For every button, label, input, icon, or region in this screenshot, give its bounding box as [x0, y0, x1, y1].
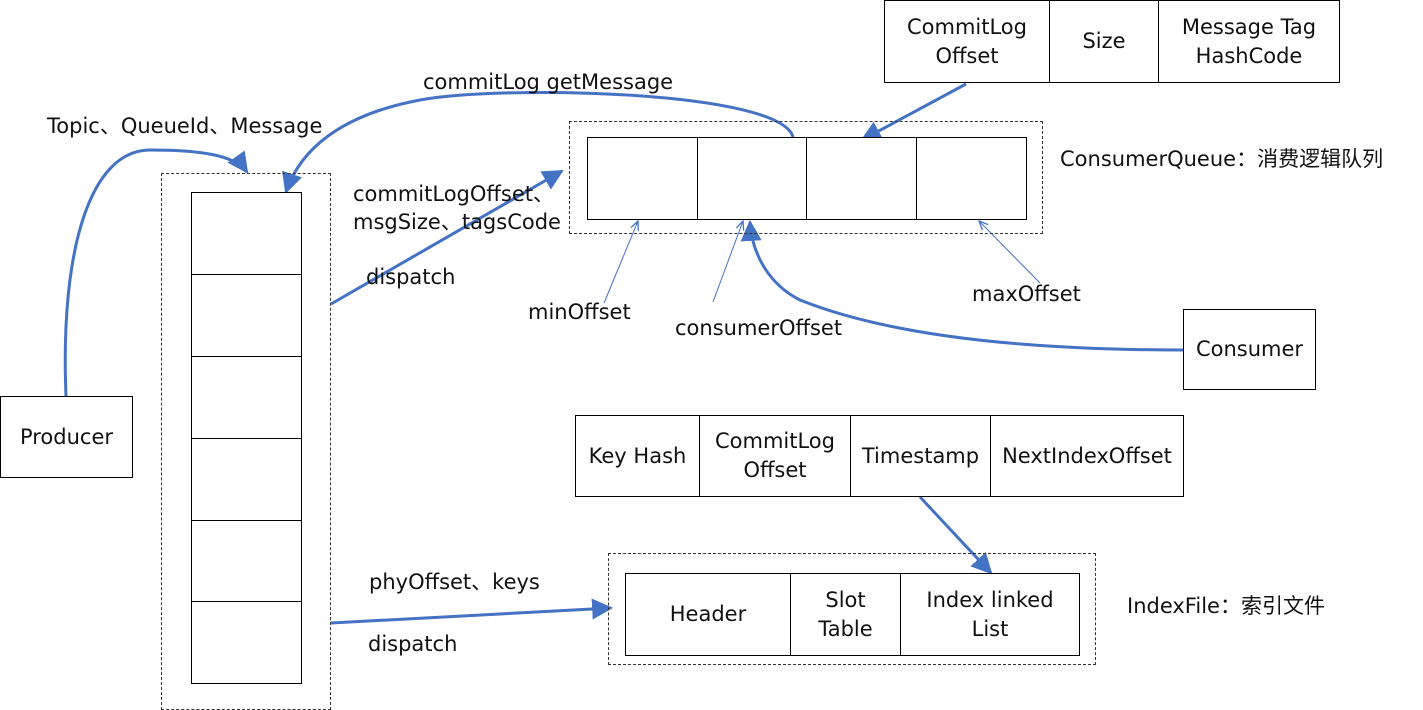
consumer-queue-cell — [806, 137, 917, 220]
index-file-container — [608, 553, 1096, 665]
index-file-index-list: Index linked List — [900, 573, 1080, 656]
phy-offset-keys-label: phyOffset、keys — [369, 570, 540, 594]
consumer-queue-cell — [916, 137, 1027, 220]
index-entry-timestamp: Timestamp — [850, 415, 991, 497]
commitlog-cell — [191, 601, 302, 684]
topic-queue-message-label: Topic、QueueId、Message — [47, 114, 323, 138]
consumer-box: Consumer — [1183, 309, 1316, 390]
producer-to-commitlog-arrow — [63, 148, 249, 397]
commitlog-cell — [191, 274, 302, 357]
getmessage-arrow — [282, 90, 795, 194]
consumer-queue-title: ConsumerQueue：消费逻辑队列 — [1060, 147, 1384, 171]
dispatch-indexfile-label: dispatch — [368, 632, 458, 656]
cq-entry-to-cq-arrow — [860, 82, 967, 142]
dispatch-consumerqueue-label: dispatch — [366, 265, 456, 289]
commitlog-cell — [191, 438, 302, 521]
consumer-offset-label: consumerOffset — [675, 316, 843, 340]
min-offset-label: minOffset — [528, 300, 631, 324]
index-file-slot-table: Slot Table — [790, 573, 901, 656]
cq-entry-commitlog-offset: CommitLog Offset — [884, 0, 1050, 83]
index-file-header: Header — [625, 573, 791, 656]
consumer-queue-cell — [697, 137, 807, 220]
commitlog-cell — [191, 356, 302, 439]
max-offset-label: maxOffset — [972, 282, 1081, 306]
dispatch-to-indexfile-arrow — [330, 598, 614, 625]
consumer-offset-pointer — [712, 221, 743, 303]
index-entry-next-index-offset: NextIndexOffset — [990, 415, 1184, 497]
dispatch-fields-label: commitLogOffset、 msgSize、tagsCode — [353, 182, 561, 234]
commitlog-getmessage-label: commitLog getMessage — [423, 70, 674, 94]
index-file-title: IndexFile：索引文件 — [1127, 594, 1325, 618]
producer-box: Producer — [0, 396, 133, 478]
dispatch-to-consumerqueue-arrow — [330, 169, 564, 306]
commitlog-cell — [191, 192, 302, 275]
consumer-queue-cell — [587, 137, 698, 220]
cq-entry-size: Size — [1049, 0, 1159, 83]
consumer-to-cq-arrow — [740, 219, 1184, 352]
min-offset-pointer — [603, 221, 638, 304]
index-entry-key-hash: Key Hash — [575, 415, 700, 497]
index-entry-to-indexfile-arrow — [918, 495, 993, 575]
commitlog-cell — [191, 520, 302, 602]
max-offset-pointer — [979, 221, 1041, 284]
index-entry-commitlog-offset: CommitLog Offset — [699, 415, 851, 497]
consumer-queue-container — [569, 121, 1043, 234]
cq-entry-tag-hashcode: Message Tag HashCode — [1158, 0, 1340, 83]
